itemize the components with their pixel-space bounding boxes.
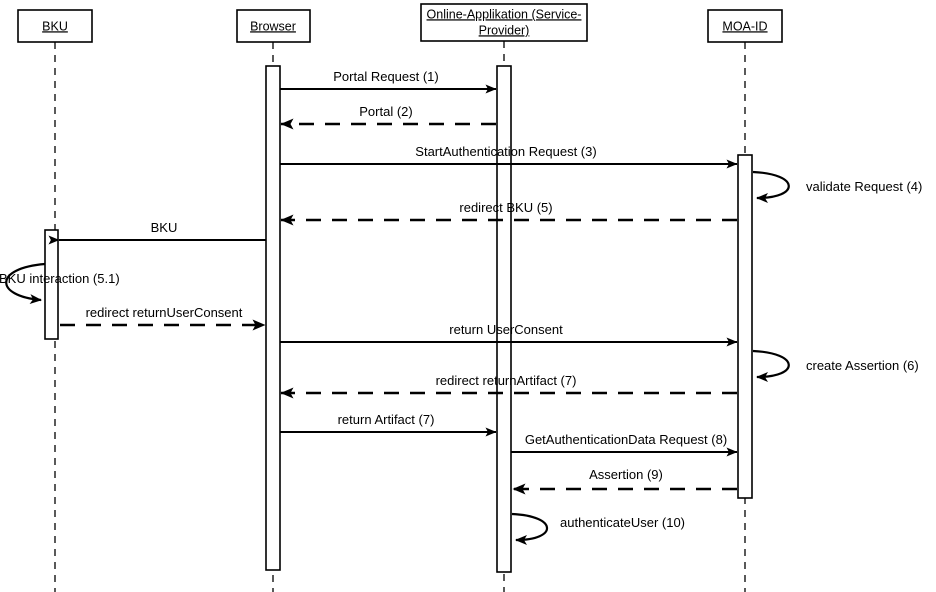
- activation-bars: [44, 65, 753, 573]
- message-label-startauthentication-request: StartAuthentication Request (3): [415, 144, 596, 159]
- activation-bku: [44, 229, 59, 340]
- participant-box-browser[interactable]: [236, 9, 311, 43]
- message-label-bku-interaction: BKU interaction (5.1): [0, 271, 120, 286]
- participant-box-moa-id[interactable]: [707, 9, 783, 43]
- participant-label-moa-id: MOA-ID: [722, 19, 767, 33]
- participant-label-online-applikation-line2: Provider): [479, 23, 530, 37]
- message-label-redirect-bku: redirect BKU (5): [459, 200, 552, 215]
- participant-label-browser: Browser: [250, 19, 296, 33]
- participant-headers: BKU Browser Online-Applikation (Service-…: [17, 3, 783, 43]
- message-selfloop-bku-interaction: [5, 262, 46, 305]
- participant-browser[interactable]: Browser: [236, 9, 311, 43]
- message-label-return-artifact: return Artifact (7): [338, 412, 435, 427]
- participant-moa-id[interactable]: MOA-ID: [707, 9, 783, 43]
- message-label-redirect-returnartifact: redirect returnArtifact (7): [436, 373, 577, 388]
- activation-moaid: [737, 154, 753, 499]
- participant-label-online-applikation-line1: Online-Applikation (Service-: [427, 7, 582, 21]
- message-selfloop-authenticateuser: [511, 512, 548, 545]
- message-label-create-assertion: create Assertion (6): [806, 358, 919, 373]
- message-label-portal-request: Portal Request (1): [333, 69, 439, 84]
- activation-online: [496, 65, 512, 573]
- message-label-redirect-returnuserconsent: redirect returnUserConsent: [86, 305, 243, 320]
- participant-bku[interactable]: BKU: [17, 9, 93, 43]
- messages: Portal Request (1) Portal (2) StartAuthe…: [0, 69, 922, 545]
- message-label-return-userconsent: return UserConsent: [449, 322, 563, 337]
- message-label-validate-request: validate Request (4): [806, 179, 922, 194]
- message-label-assertion: Assertion (9): [589, 467, 663, 482]
- message-selfloop-create-assertion: [752, 349, 790, 382]
- activation-browser: [265, 65, 281, 571]
- participant-box-bku[interactable]: [17, 9, 93, 43]
- message-label-authenticateuser: authenticateUser (10): [560, 515, 685, 530]
- participant-label-bku: BKU: [42, 19, 68, 33]
- participant-box-online-applikation[interactable]: [420, 3, 588, 42]
- participant-online-applikation[interactable]: Online-Applikation (Service- Provider): [420, 3, 588, 42]
- message-label-bku: BKU: [151, 220, 178, 235]
- message-selfloop-validate-request: [752, 170, 790, 203]
- message-label-getauthenticationdata-request: GetAuthenticationData Request (8): [525, 432, 727, 447]
- message-label-portal: Portal (2): [359, 104, 412, 119]
